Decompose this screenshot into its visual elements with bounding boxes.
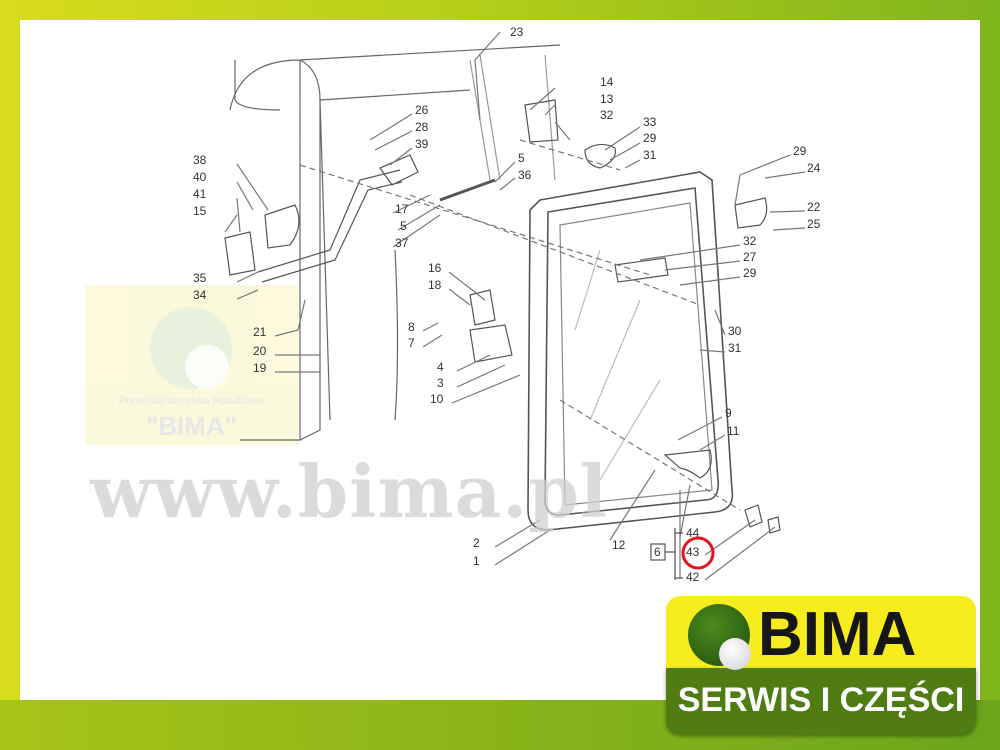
callout-43: 43	[686, 545, 700, 559]
callout-18: 18	[428, 278, 442, 292]
glass-reflection	[574, 249, 661, 481]
callout-4: 4	[437, 360, 444, 374]
callout-13: 13	[600, 92, 614, 106]
callout-29b: 29	[793, 144, 807, 158]
callout-20: 20	[253, 344, 267, 358]
callout-29: 29	[643, 131, 657, 145]
callout-33: 33	[643, 115, 657, 129]
handle-11	[663, 449, 712, 479]
callout-27: 27	[743, 250, 757, 264]
callout-28: 28	[415, 120, 429, 134]
callout-37: 37	[395, 236, 409, 250]
callout-15: 15	[193, 204, 207, 218]
group-bracket	[665, 528, 683, 580]
callout-39: 39	[415, 137, 429, 151]
callout-10: 10	[430, 392, 444, 406]
callout-17: 17	[395, 202, 409, 216]
logo-white-ball-icon	[719, 638, 751, 670]
callout-3: 3	[437, 376, 444, 390]
callout-32: 32	[600, 108, 614, 122]
cab-outline	[229, 44, 561, 441]
callout-2: 2	[473, 536, 480, 550]
door-glass	[559, 202, 713, 506]
bima-logo: BIMA SERWIS I CZĘŚCI	[666, 596, 976, 736]
company-watermark: Przedsiębiorstwo Handlowe "BIMA"	[85, 285, 298, 445]
grab-rail	[257, 169, 403, 283]
logo-tagline: SERWIS I CZĘŚCI	[677, 681, 965, 719]
callout-7: 7	[408, 336, 415, 350]
callout-26: 26	[415, 103, 429, 117]
logo-name: BIMA	[758, 600, 917, 669]
latch-13	[524, 99, 559, 143]
callout-29c: 29	[743, 266, 757, 280]
callout-42: 42	[686, 570, 700, 584]
callout-25: 25	[807, 217, 821, 231]
watermark-logo-ball	[185, 345, 229, 389]
callout-44: 44	[686, 526, 700, 540]
website-watermark: www.bima.pl	[90, 449, 609, 534]
callout-21: 21	[253, 325, 267, 339]
callout-16: 16	[428, 261, 442, 275]
watermark-company-name: "BIMA"	[145, 411, 238, 441]
handle-39	[379, 154, 419, 186]
cab-pillar	[469, 54, 556, 181]
callout-23: 23	[510, 25, 524, 39]
door-seal-outer	[527, 171, 734, 531]
callout-36: 36	[518, 168, 532, 182]
bracket-41	[224, 231, 256, 276]
leader-lines	[224, 31, 806, 581]
alignment-lines	[299, 139, 741, 511]
gas-strut	[439, 178, 496, 202]
hinge-16	[469, 289, 513, 363]
callout-41: 41	[193, 187, 207, 201]
callout-31b: 31	[728, 341, 742, 355]
barrel-43	[744, 504, 781, 534]
callout-5b: 5	[400, 219, 407, 233]
callout-19: 19	[253, 361, 267, 375]
callout-24: 24	[807, 161, 821, 175]
callout-31: 31	[643, 148, 657, 162]
callout-30: 30	[728, 324, 742, 338]
callout-35: 35	[193, 271, 207, 285]
logo-green-band	[666, 668, 976, 734]
door-frame	[544, 187, 720, 516]
callout-40: 40	[193, 170, 207, 184]
callout-9: 9	[725, 406, 732, 420]
callout-1: 1	[473, 554, 480, 568]
callout-8: 8	[408, 320, 415, 334]
callout-5: 5	[518, 151, 525, 165]
lock-22	[734, 197, 768, 229]
callout-32b: 32	[743, 234, 757, 248]
highlight-ring-43	[681, 536, 715, 570]
callout-14: 14	[600, 75, 614, 89]
callout-34: 34	[193, 288, 207, 302]
callout-11: 11	[727, 424, 740, 438]
watermark-company-line: Przedsiębiorstwo Handlowe	[118, 395, 265, 407]
callout-22: 22	[807, 200, 821, 214]
plate-27	[614, 257, 669, 283]
part-38	[264, 204, 300, 249]
callout-38: 38	[193, 153, 207, 167]
callout-6: 6	[654, 545, 661, 559]
callout-12: 12	[612, 538, 626, 552]
